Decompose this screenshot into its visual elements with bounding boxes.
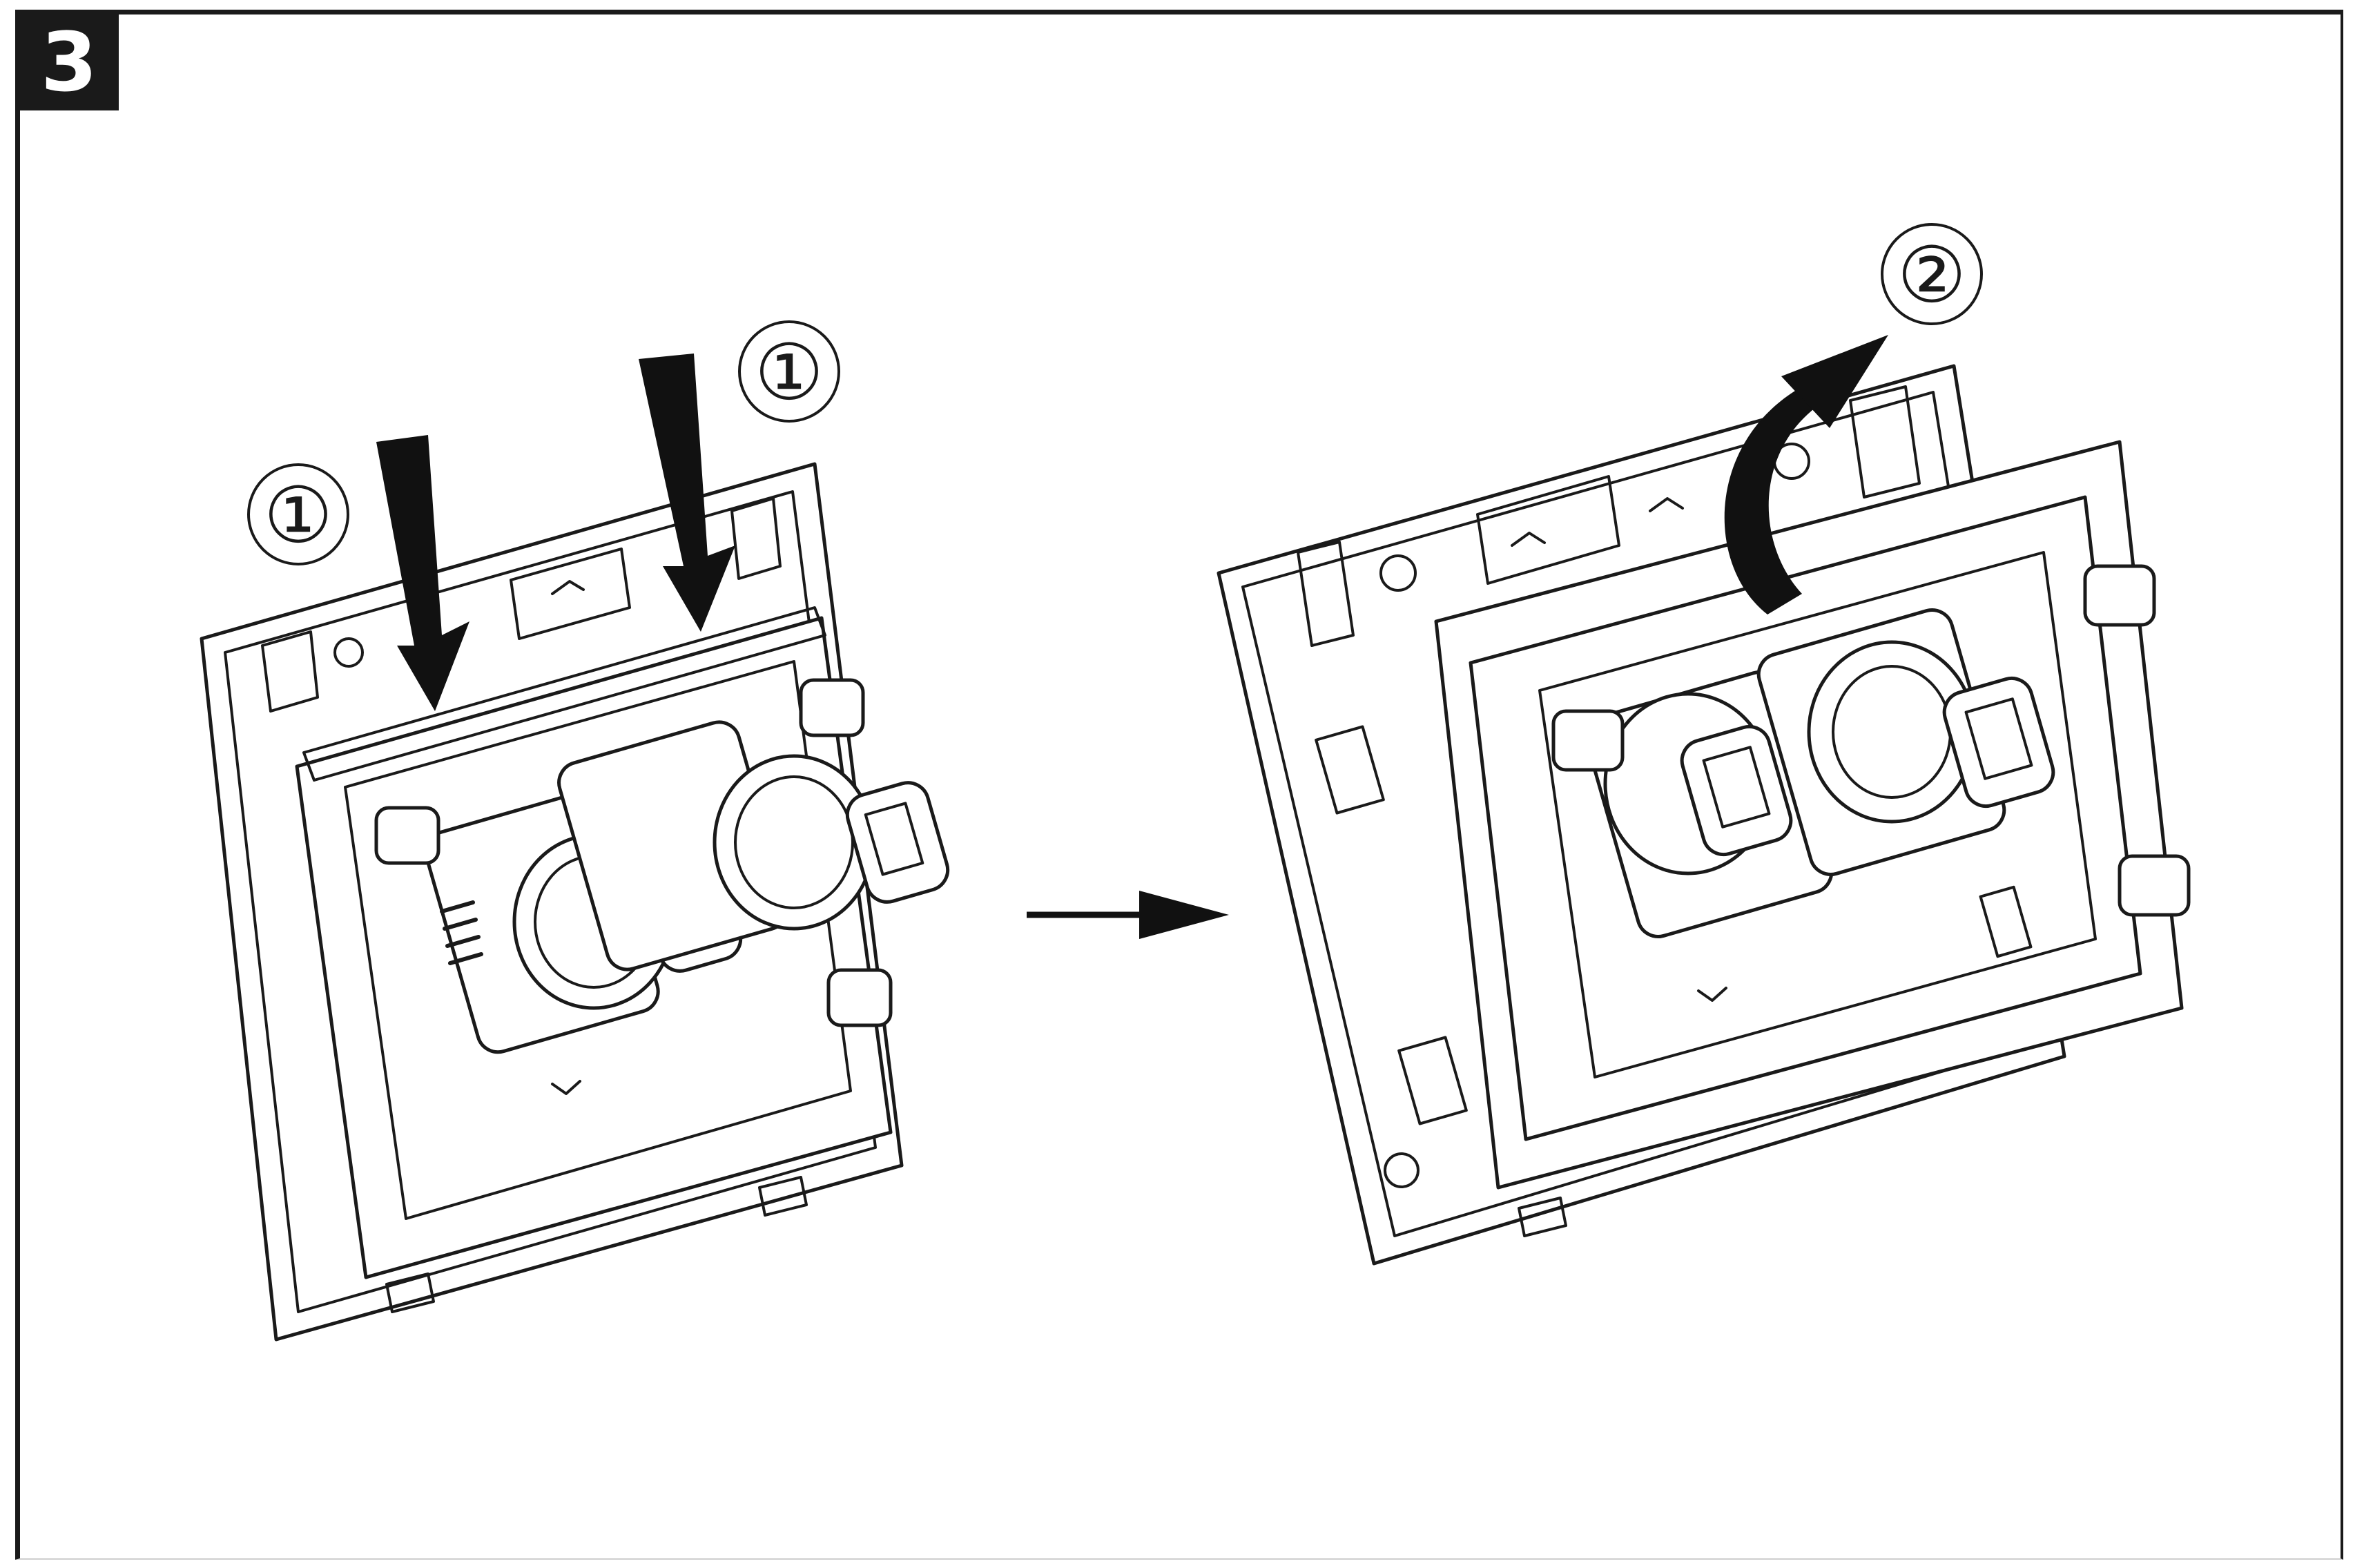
vent-slots-left — [440, 900, 483, 965]
screws-left — [374, 678, 893, 1027]
callout-press-right: ① — [738, 320, 840, 423]
down-marker-left — [551, 1080, 581, 1095]
screws-right — [1551, 564, 2191, 917]
callout-press-left: ① — [247, 463, 349, 565]
down-marker-right — [1697, 987, 1727, 1002]
curved-arrow-icon — [1724, 335, 1888, 614]
socket-assembly-after — [1217, 364, 2191, 1266]
side-clips-right — [1315, 725, 1468, 1188]
callout-press-left-label: ① — [264, 471, 333, 561]
outer-frame-left-inner-edge — [224, 490, 877, 1313]
callout-rotate-label: ② — [1897, 231, 1966, 320]
frame-top-tabs-right — [1297, 385, 1921, 647]
figure-frame — [15, 10, 2343, 1560]
connector-right-b — [1756, 608, 2055, 876]
down-arrow-icon — [639, 354, 735, 632]
right-arrow-icon — [1027, 891, 1229, 939]
callout-press-right-label: ① — [755, 328, 824, 418]
module-plate-left-inner — [344, 660, 852, 1220]
module-plate-right-inner — [1538, 551, 2097, 1078]
step-number: 3 — [40, 14, 98, 110]
socket-assembly-before — [200, 462, 950, 1342]
step-number-badge: 3 — [19, 14, 119, 110]
connector-right-a — [1584, 670, 1834, 938]
connector-left-b — [557, 720, 950, 971]
callout-rotate: ② — [1881, 223, 1983, 325]
frame-top-tabs-left — [261, 497, 782, 713]
down-arrow-icon — [376, 435, 469, 711]
